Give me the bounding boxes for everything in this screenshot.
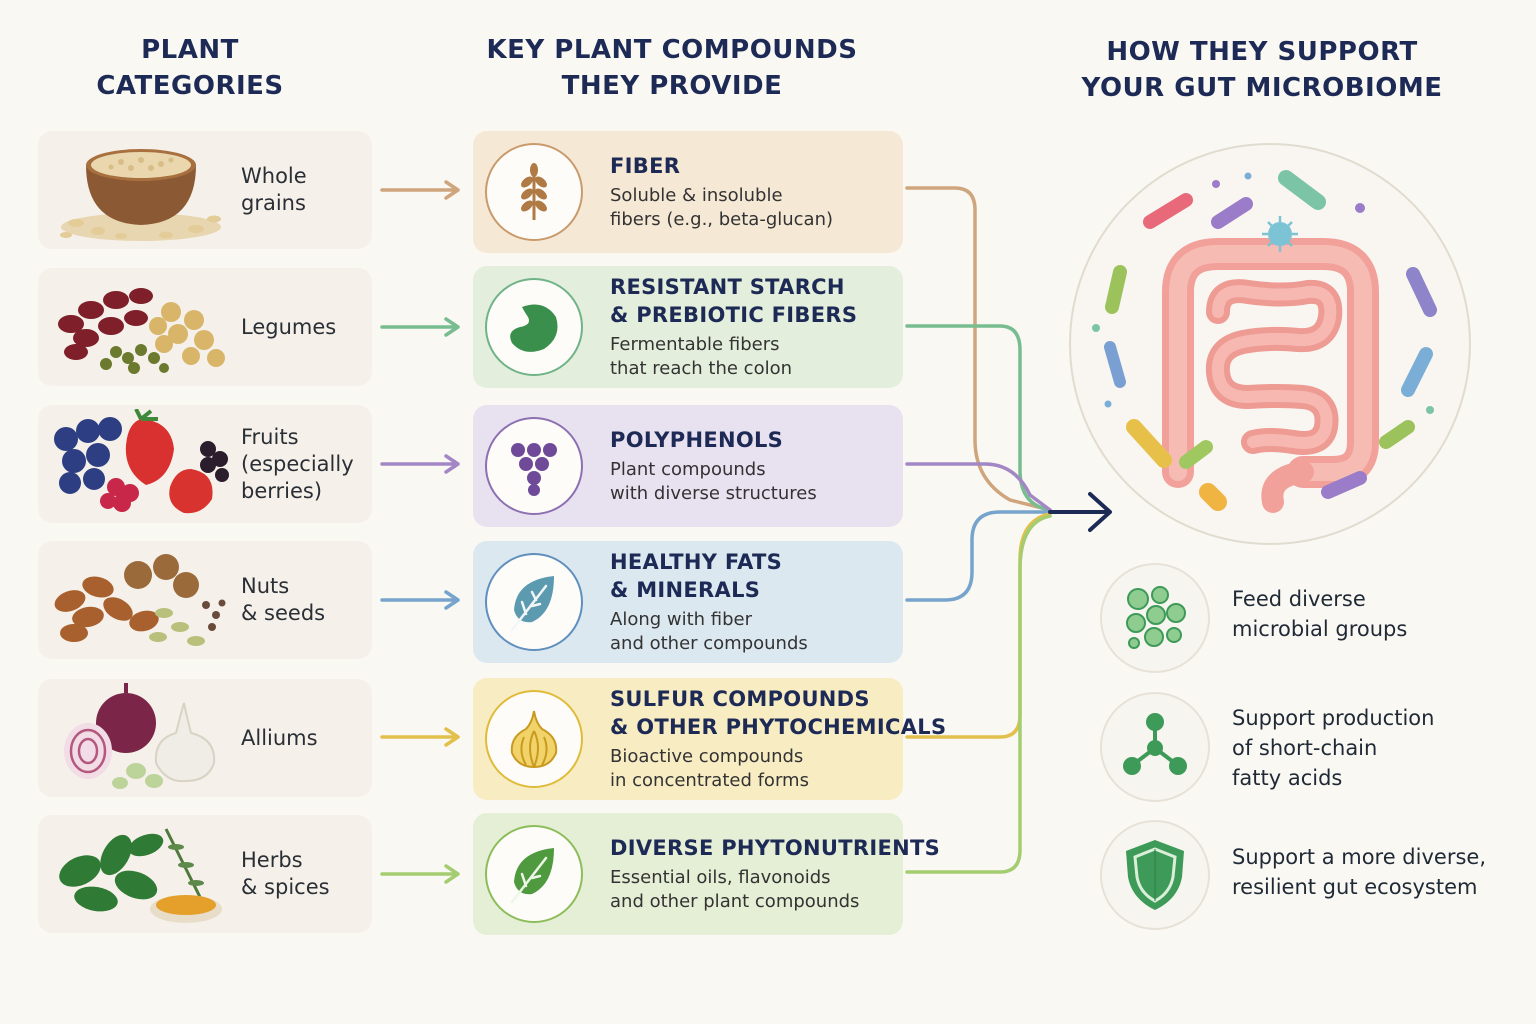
category-whole-grains: Whole grains [38,131,372,249]
category-label: Whole grains [241,164,307,215]
benefit-short-chain: Support production of short-chain fatty … [1232,706,1435,790]
compound-phytonutrients: DIVERSE PHYTONUTRIENTS Essential oils, f… [473,813,941,935]
arrow-icon [380,590,460,610]
herb-leaf-icon [485,825,583,923]
garlic-icon [485,690,583,788]
header-key-compounds: KEY PLANT COMPOUNDS THEY PROVIDE [486,35,858,101]
gut-microbiome-illustration [1069,143,1471,545]
category-label: Alliums [241,725,318,750]
compound-title: HEALTHY FATS& MINERALS [610,550,783,602]
leaf-icon [485,553,583,651]
herbs-spices-image [59,828,222,923]
benefit-feed-diverse: Feed diverse microbial groups [1232,587,1408,641]
compound-title: FIBER [610,154,681,178]
wheat-icon [485,143,583,241]
grapes-icon [485,417,583,515]
compound-title: DIVERSE PHYTONUTRIENTS [610,836,941,860]
category-label: Fruits (especially berries) [241,424,354,503]
category-nuts-seeds: Nuts & seeds [38,541,372,659]
shield-icon [1100,820,1210,930]
arrow-icon [380,454,460,474]
compound-title: SULFUR COMPOUNDS& OTHER PHYTOCHEMICALS [610,687,947,739]
onion-garlic-image [64,683,216,789]
category-label: Nuts & seeds [241,574,326,625]
beans-image [58,288,225,374]
category-alliums: Alliums [38,679,372,797]
berries-image [54,409,229,514]
arrow-icon [380,317,460,337]
category-fruits: Fruits (especially berries) [38,405,372,523]
category-herbs-spices: Herbs & spices [38,815,372,933]
compound-title: POLYPHENOLS [610,428,784,452]
compound-resistant-starch: RESISTANT STARCH& PREBIOTIC FIBERS Ferme… [473,266,903,388]
header-gut-support: HOW THEY SUPPORT YOUR GUT MICROBIOME [1081,37,1443,103]
microbes-icon [1100,563,1210,673]
oat-bowl-image [60,149,221,241]
benefit-resilient-ecosystem: Support a more diverse, resilient gut ec… [1232,845,1486,899]
compound-title: RESISTANT STARCH& PREBIOTIC FIBERS [610,275,858,327]
nuts-image [54,554,226,646]
molecule-icon [1100,692,1210,802]
arrow-icon [380,180,460,200]
arrow-icon [380,864,460,884]
header-plant-categories: PLANT CATEGORIES [96,35,284,101]
category-label: Herbs & spices [241,848,330,899]
arrow-icon [380,727,460,747]
category-label: Legumes [241,314,337,339]
compound-sulfur: SULFUR COMPOUNDS& OTHER PHYTOCHEMICALS B… [473,678,947,800]
category-legumes: Legumes [38,268,372,386]
bean-icon [485,278,583,376]
